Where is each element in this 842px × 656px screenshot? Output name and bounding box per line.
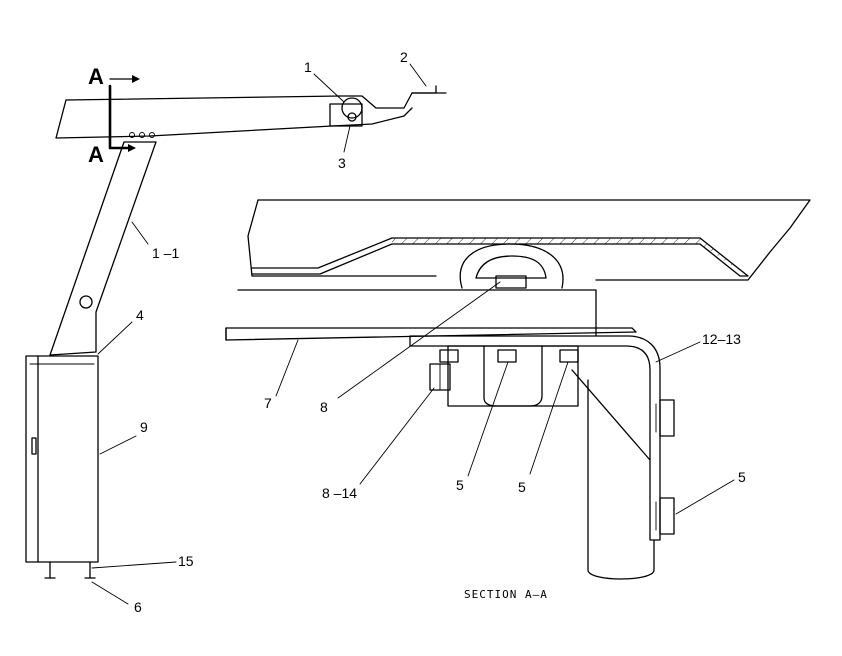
- support-arm: [49, 141, 157, 356]
- upper-arm-top-edge: [65, 85, 437, 109]
- callout-2: 2: [400, 49, 408, 65]
- joint-bolt-c: [149, 132, 155, 138]
- section-cut-line: [108, 84, 130, 150]
- pivot-bolt: [347, 112, 357, 122]
- inner-strip: [251, 237, 749, 277]
- cabinet-latch: [31, 437, 37, 455]
- pipe: [587, 379, 655, 580]
- callout-12-13: 12–13: [702, 331, 741, 347]
- callout-1-1: 1 –1: [152, 245, 179, 261]
- callout-4: 4: [136, 307, 144, 323]
- callout-9: 9: [140, 419, 148, 435]
- leader-lines: [91, 63, 735, 605]
- cabinet-body: [25, 355, 99, 563]
- l-bracket: [409, 335, 661, 541]
- clamp-slot: [475, 255, 547, 279]
- callout-1: 1: [304, 59, 312, 75]
- pivot-housing: [329, 103, 363, 127]
- weld-line: [571, 369, 651, 461]
- section-mark-bottom: A: [88, 142, 104, 167]
- support-arm-pin: [79, 295, 93, 309]
- housing-top: [257, 199, 811, 281]
- section-caption: SECTION A—A: [464, 588, 548, 601]
- joint-bolt-b: [139, 132, 145, 138]
- callout-8: 8: [320, 399, 328, 415]
- bolt-head-c: [559, 349, 579, 363]
- section-mark-top: A: [88, 64, 104, 89]
- callout-5-middle: 5: [518, 479, 526, 495]
- clamp-bracket: [459, 243, 564, 289]
- labels: A A 1 2 3 1 –1 4 9 15 6 7 8 8 –14 5 5 5 …: [88, 49, 746, 615]
- joint-bolt-a: [129, 132, 135, 138]
- bolt-head-a: [439, 349, 459, 363]
- pivot-ring: [341, 97, 363, 119]
- rail-block: [237, 289, 597, 337]
- housing-left-end: [247, 199, 437, 277]
- lower-clamp-jaw: [483, 345, 543, 407]
- callout-5-right: 5: [738, 469, 746, 485]
- flat-plate: [225, 327, 637, 341]
- callout-5-left: 5: [456, 477, 464, 493]
- callout-8-14: 8 –14: [322, 485, 357, 501]
- vertical-bolt-a: [659, 399, 675, 437]
- clamp-nut: [495, 275, 527, 289]
- callout-3: 3: [338, 155, 346, 171]
- arm-assembly: [25, 75, 447, 579]
- bolt-head-b: [497, 349, 517, 363]
- section-a-a-view: [225, 199, 811, 580]
- section-arrowhead-top: [132, 75, 140, 83]
- callout-6: 6: [134, 599, 142, 615]
- callout-7: 7: [264, 395, 272, 411]
- vertical-bolt-b: [659, 497, 675, 535]
- section-arrowhead-bottom: [128, 144, 136, 152]
- callout-15: 15: [178, 553, 194, 569]
- lower-clamp: [447, 345, 579, 407]
